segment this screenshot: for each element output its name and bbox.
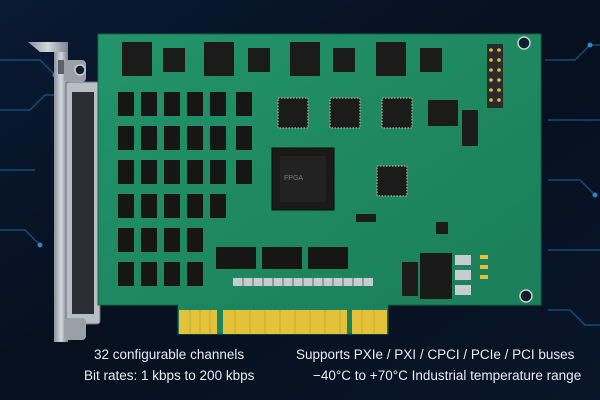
transceiver-chip-grid — [118, 92, 252, 286]
caption-bit-rates: Bit rates: 1 kbps to 200 kbps — [84, 368, 255, 383]
small-components — [480, 255, 488, 279]
bottom-row-ics — [216, 247, 348, 269]
power-inductors — [455, 255, 471, 295]
caption-temperature: −40°C to +70°C Industrial temperature ra… — [313, 368, 582, 383]
gold-edge-connector — [179, 310, 387, 334]
resistor-ticks — [242, 278, 364, 286]
mounting-bracket — [28, 42, 68, 342]
qfp-chips — [277, 97, 413, 197]
fpga-chip: FPGA — [271, 147, 335, 211]
top-isolator-chips — [122, 42, 442, 76]
power-module — [402, 253, 452, 299]
caption-channels: 32 configurable channels — [94, 347, 245, 362]
circuit-glow-lines — [0, 44, 600, 326]
svg-text:FPGA: FPGA — [284, 175, 303, 182]
gold-finger-separators — [189, 310, 375, 334]
mounting-holes — [74, 36, 533, 303]
top-right-ics — [356, 100, 478, 234]
io-connector — [64, 60, 101, 340]
pin-header — [487, 44, 503, 108]
caption-buses: Supports PXIe / PXI / CPCI / PCIe / PCI … — [296, 347, 575, 362]
